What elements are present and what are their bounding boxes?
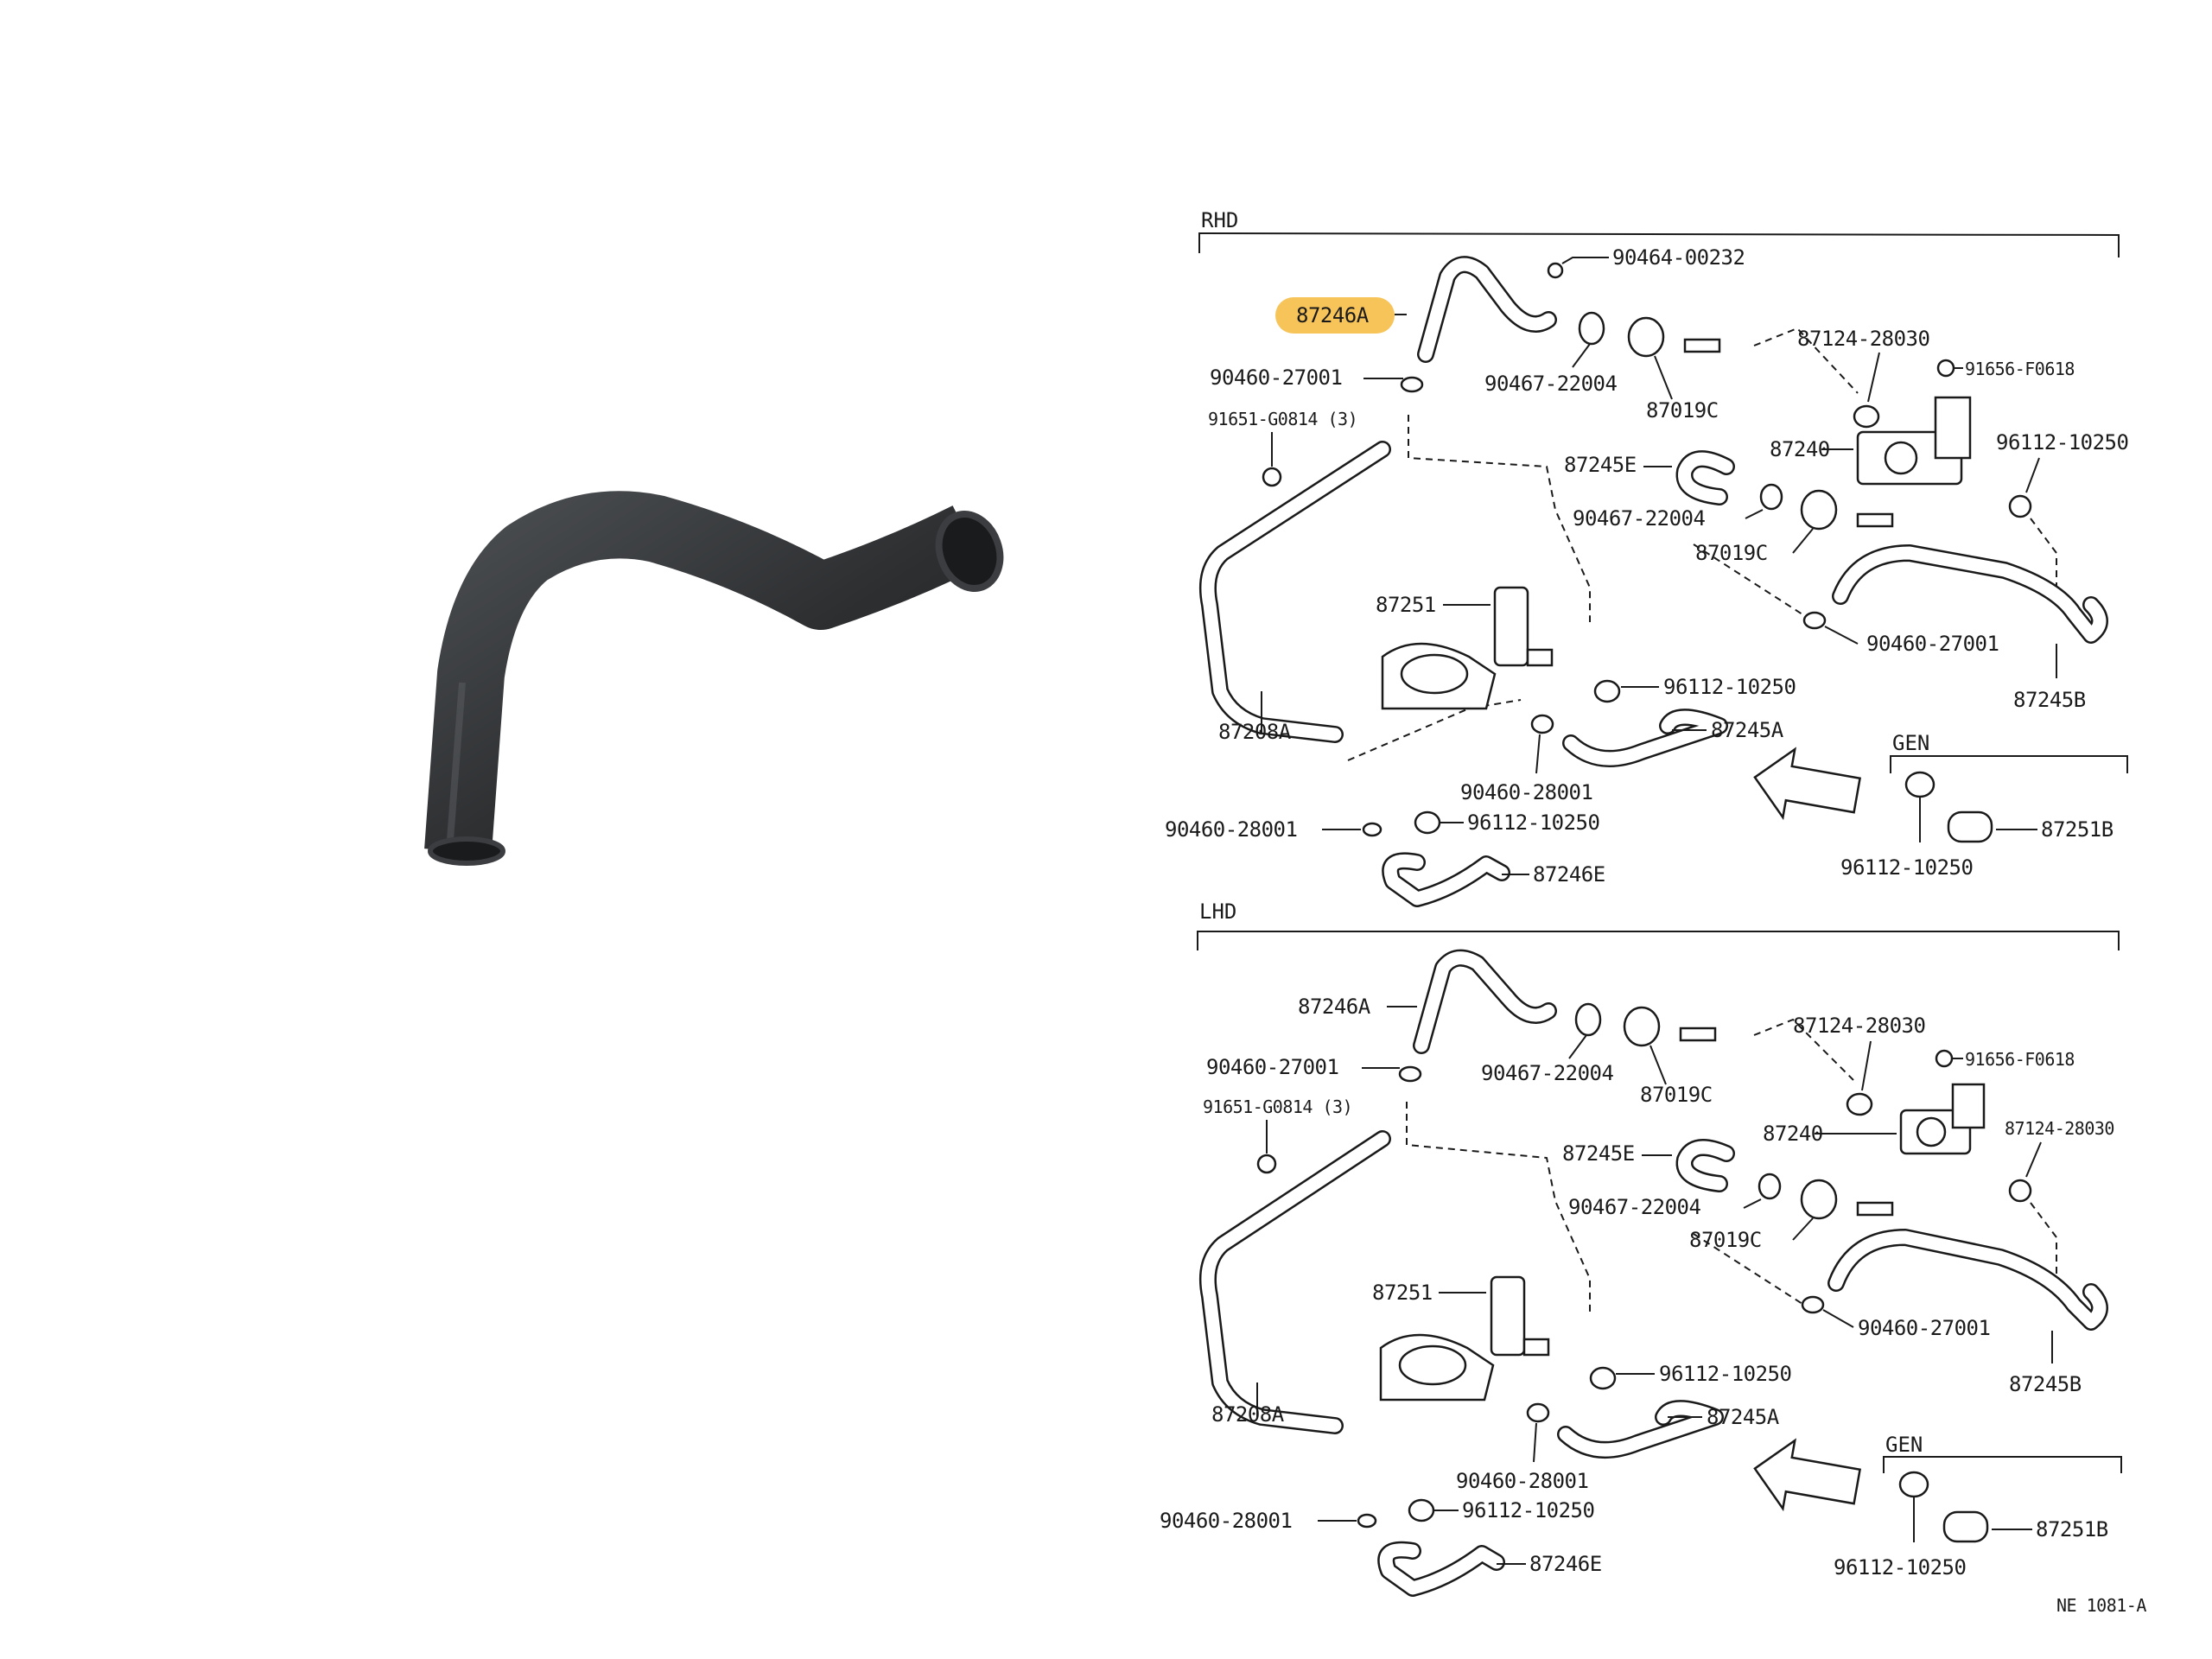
label-87240-lhd[interactable]: 87240 bbox=[1763, 1122, 1823, 1146]
label-87208a-lhd[interactable]: 87208A bbox=[1211, 1402, 1285, 1427]
lhd-section: LHD 87246A 90460-27001 90467-22004 87019… bbox=[1160, 899, 2122, 1597]
label-90460-27001-mid-lhd[interactable]: 90460-27001 bbox=[1858, 1316, 1991, 1340]
label-90467-22004-top-lhd[interactable]: 90467-22004 bbox=[1481, 1061, 1614, 1085]
label-90460-28001-left[interactable]: 90460-28001 bbox=[1165, 817, 1298, 842]
label-90467-22004-mid-lhd[interactable]: 90467-22004 bbox=[1568, 1195, 1701, 1219]
label-90460-28001-left-lhd[interactable]: 90460-28001 bbox=[1160, 1509, 1293, 1533]
label-96112-10250-low[interactable]: 96112-10250 bbox=[1467, 810, 1600, 835]
label-87019c-mid-lhd[interactable]: 87019C bbox=[1689, 1228, 1762, 1252]
highlight-87246a bbox=[1275, 297, 1395, 334]
label-87251b-lhd[interactable]: 87251B bbox=[2036, 1517, 2108, 1541]
label-87251-lhd[interactable]: 87251 bbox=[1372, 1281, 1433, 1305]
label-87246a-lhd[interactable]: 87246A bbox=[1298, 995, 1371, 1019]
label-87019c-top[interactable]: 87019C bbox=[1646, 398, 1719, 423]
label-87251b[interactable]: 87251B bbox=[2041, 817, 2113, 842]
label-87245a-lhd[interactable]: 87245A bbox=[1707, 1405, 1780, 1429]
label-87246e[interactable]: 87246E bbox=[1533, 862, 1605, 887]
label-90460-28001-mid-lhd[interactable]: 90460-28001 bbox=[1456, 1469, 1589, 1493]
label-96112-10250-mid[interactable]: 96112-10250 bbox=[1663, 675, 1796, 699]
label-87124-28030-top-lhd[interactable]: 87124-28030 bbox=[1793, 1014, 1926, 1038]
label-87246a[interactable]: 87246A bbox=[1296, 303, 1370, 327]
rhd-gen-label: GEN bbox=[1892, 731, 1929, 755]
label-87245b[interactable]: 87245B bbox=[2013, 688, 2086, 712]
label-96112-10250-mid-lhd[interactable]: 96112-10250 bbox=[1659, 1362, 1792, 1386]
label-87246e-lhd[interactable]: 87246E bbox=[1529, 1552, 1602, 1576]
label-87245b-lhd[interactable]: 87245B bbox=[2009, 1372, 2082, 1396]
label-91656-f0618[interactable]: 91656-F0618 bbox=[1965, 359, 2075, 379]
rhd-bracket bbox=[1198, 232, 2120, 257]
label-gen-96112-10250[interactable]: 96112-10250 bbox=[1840, 855, 1974, 880]
label-87251[interactable]: 87251 bbox=[1376, 593, 1436, 617]
label-90460-27001-mid[interactable]: 90460-27001 bbox=[1866, 632, 1999, 656]
label-90464-00232[interactable]: 90464-00232 bbox=[1612, 245, 1745, 270]
label-gen-96112-10250-lhd[interactable]: 96112-10250 bbox=[1834, 1555, 1967, 1580]
label-91656-f0618-lhd[interactable]: 91656-F0618 bbox=[1965, 1049, 2075, 1070]
label-87019c-top-lhd[interactable]: 87019C bbox=[1640, 1083, 1713, 1107]
lhd-direction-arrow bbox=[1753, 1438, 1862, 1512]
rhd-section-label: RHD bbox=[1201, 208, 1238, 232]
figure-code: NE 1081-A bbox=[2056, 1595, 2146, 1616]
hose-bottom-opening bbox=[428, 836, 505, 866]
label-87208a[interactable]: 87208A bbox=[1218, 720, 1292, 744]
label-87245e[interactable]: 87245E bbox=[1564, 453, 1637, 477]
label-90467-22004-top[interactable]: 90467-22004 bbox=[1484, 372, 1618, 396]
label-96112-10250-right[interactable]: 96112-10250 bbox=[1996, 430, 2129, 454]
label-90460-27001-top[interactable]: 90460-27001 bbox=[1210, 365, 1343, 390]
lhd-section-label: LHD bbox=[1199, 899, 1236, 924]
label-87124-28030[interactable]: 87124-28030 bbox=[1797, 327, 1930, 351]
label-96112-10250-low-lhd[interactable]: 96112-10250 bbox=[1462, 1498, 1595, 1522]
label-90460-28001-mid[interactable]: 90460-28001 bbox=[1460, 780, 1593, 804]
label-91651-g0814[interactable]: 91651-G0814 (3) bbox=[1208, 409, 1358, 429]
label-90467-22004-mid[interactable]: 90467-22004 bbox=[1573, 506, 1706, 531]
label-87240[interactable]: 87240 bbox=[1770, 437, 1830, 461]
label-87124-28030-right-lhd[interactable]: 87124-28030 bbox=[2005, 1118, 2114, 1139]
rhd-direction-arrow bbox=[1753, 747, 1862, 821]
label-87245a[interactable]: 87245A bbox=[1711, 718, 1784, 742]
label-91651-g0814-lhd[interactable]: 91651-G0814 (3) bbox=[1203, 1096, 1353, 1117]
rhd-section: RHD 87246A 90464-00232 90460-27001 90467… bbox=[1165, 208, 2129, 907]
label-87245e-lhd[interactable]: 87245E bbox=[1562, 1141, 1635, 1166]
label-90460-27001-top-lhd[interactable]: 90460-27001 bbox=[1206, 1055, 1339, 1079]
hose-end-opening bbox=[935, 511, 1004, 592]
lhd-gen-label: GEN bbox=[1885, 1433, 1923, 1457]
